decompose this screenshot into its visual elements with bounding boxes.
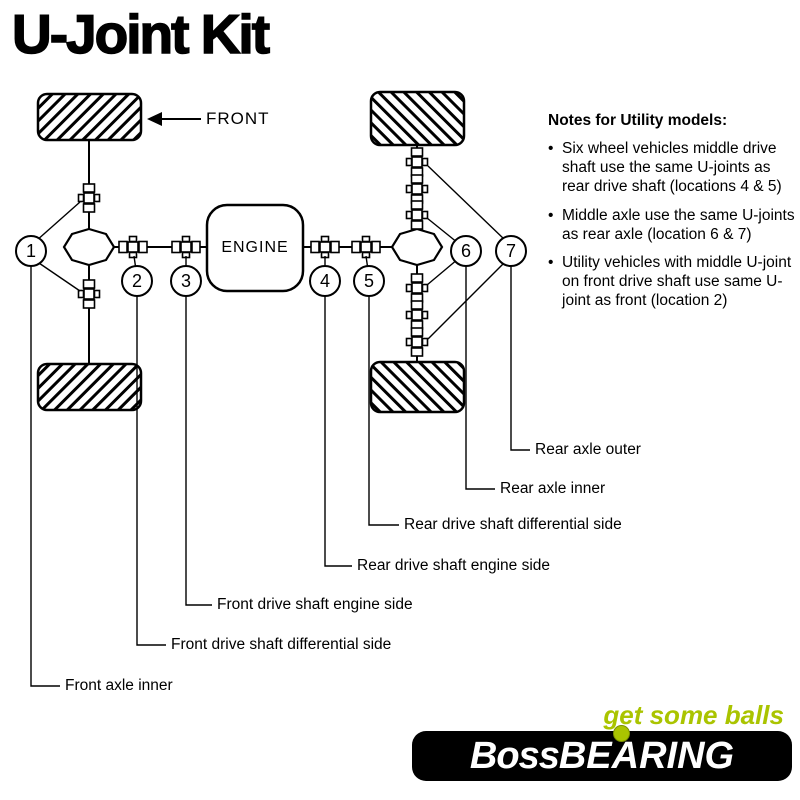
callout-front-drive-shaft-differential-side: Front drive shaft differential side xyxy=(171,636,392,653)
marker-4-label: 4 xyxy=(319,270,330,291)
marker-3-label: 3 xyxy=(180,270,191,291)
marker-7-label: 7 xyxy=(505,240,516,261)
front-left-top-tire xyxy=(36,92,143,142)
note-item-1: Six wheel vehicles middle drive shaft us… xyxy=(548,140,796,197)
bossbearing-logo: get some balls Boss BEARING xyxy=(412,702,792,781)
notes-panel: Notes for Utility models: Six wheel vehi… xyxy=(548,112,796,321)
note-item-3: Utility vehicles with middle U-joint on … xyxy=(548,254,796,311)
marker-5: 5 xyxy=(353,265,385,297)
note-text-1: Six wheel vehicles middle drive shaft us… xyxy=(562,139,782,195)
marker-1-label: 1 xyxy=(25,240,36,261)
marker-3: 3 xyxy=(170,265,202,297)
callout-rear-axle-inner: Rear axle inner xyxy=(500,480,606,497)
logo-boss-text: Boss xyxy=(469,734,560,777)
notes-heading: Notes for Utility models: xyxy=(548,112,728,129)
marker-2-label: 2 xyxy=(131,270,142,291)
engine-label: ENGINE xyxy=(221,239,289,256)
marker-6-label: 6 xyxy=(460,240,471,261)
marker-5-label: 5 xyxy=(363,270,374,291)
callout-front-axle-inner: Front axle inner xyxy=(65,677,173,694)
note-text-2: Middle axle use the same U-joints as rea… xyxy=(562,206,795,243)
ball-icon xyxy=(613,725,631,742)
page-title: U-Joint Kit xyxy=(11,2,271,66)
marker-4: 4 xyxy=(309,265,341,297)
marker-2: 2 xyxy=(121,265,153,297)
callout-rear-drive-shaft-differential-side: Rear drive shaft differential side xyxy=(404,516,622,533)
note-text-3: Utility vehicles with middle U-joint on … xyxy=(562,254,792,310)
callout-leader-lines xyxy=(30,266,530,687)
logo-tagline: get some balls xyxy=(603,700,784,730)
marker-6: 6 xyxy=(450,235,482,267)
rear-differential xyxy=(390,227,444,267)
front-differential xyxy=(62,227,116,267)
marker-1: 1 xyxy=(15,235,47,267)
front-left-bottom-tire xyxy=(36,362,143,412)
marker-7: 7 xyxy=(495,235,527,267)
front-direction-label: FRONT xyxy=(206,109,270,128)
front-arrow xyxy=(147,112,201,126)
rear-top-tire xyxy=(369,90,466,147)
callout-rear-axle-outer: Rear axle outer xyxy=(535,441,641,458)
rear-bottom-tire xyxy=(369,360,466,414)
logo-bearing-text: BEARING xyxy=(558,734,735,777)
note-item-2: Middle axle use the same U-joints as rea… xyxy=(548,207,796,245)
callout-rear-drive-shaft-engine-side: Rear drive shaft engine side xyxy=(357,557,551,574)
callout-front-drive-shaft-engine-side: Front drive shaft engine side xyxy=(217,596,413,613)
engine-box xyxy=(205,203,305,293)
logo-bar: Boss BEARING xyxy=(412,725,792,781)
